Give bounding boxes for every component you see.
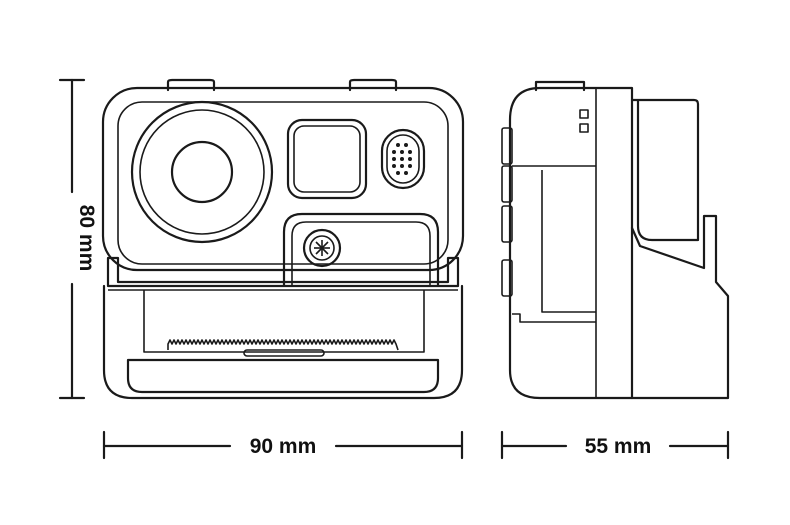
lens — [130, 100, 274, 244]
side-top-button — [534, 80, 586, 92]
side-button-2 — [501, 165, 513, 203]
top-button-left — [166, 78, 216, 92]
shutter-button — [302, 228, 342, 268]
paper-exit-slot — [243, 349, 325, 357]
front-width-label: 90 mm — [250, 435, 317, 458]
paper-slot-frame — [143, 290, 425, 353]
side-button-4 — [501, 259, 513, 297]
height-dimension: 80 mm — [58, 78, 98, 400]
paper-cutter-teeth — [167, 339, 399, 351]
top-button-right — [348, 78, 398, 92]
front-lower-body — [102, 284, 464, 400]
shutter-panel — [282, 212, 440, 287]
viewfinder — [286, 118, 368, 200]
front-width-dimension: 90 mm — [102, 430, 464, 460]
side-vent-2 — [579, 123, 589, 133]
camera-front-view — [101, 78, 465, 400]
camera-side-view — [501, 80, 730, 400]
side-door — [541, 170, 596, 313]
side-depth-label: 55 mm — [585, 435, 652, 458]
side-button-1 — [501, 127, 513, 165]
side-button-3 — [501, 205, 513, 243]
side-depth-dimension: 55 mm — [500, 430, 730, 460]
front-base — [126, 358, 440, 394]
side-vent-1 — [579, 109, 589, 119]
speaker-grille — [380, 128, 426, 190]
front-ledge — [106, 256, 460, 288]
side-body — [508, 86, 634, 400]
height-label: 80 mm — [75, 205, 98, 272]
side-lens-barrel — [630, 98, 700, 242]
side-front-tray — [630, 214, 730, 400]
